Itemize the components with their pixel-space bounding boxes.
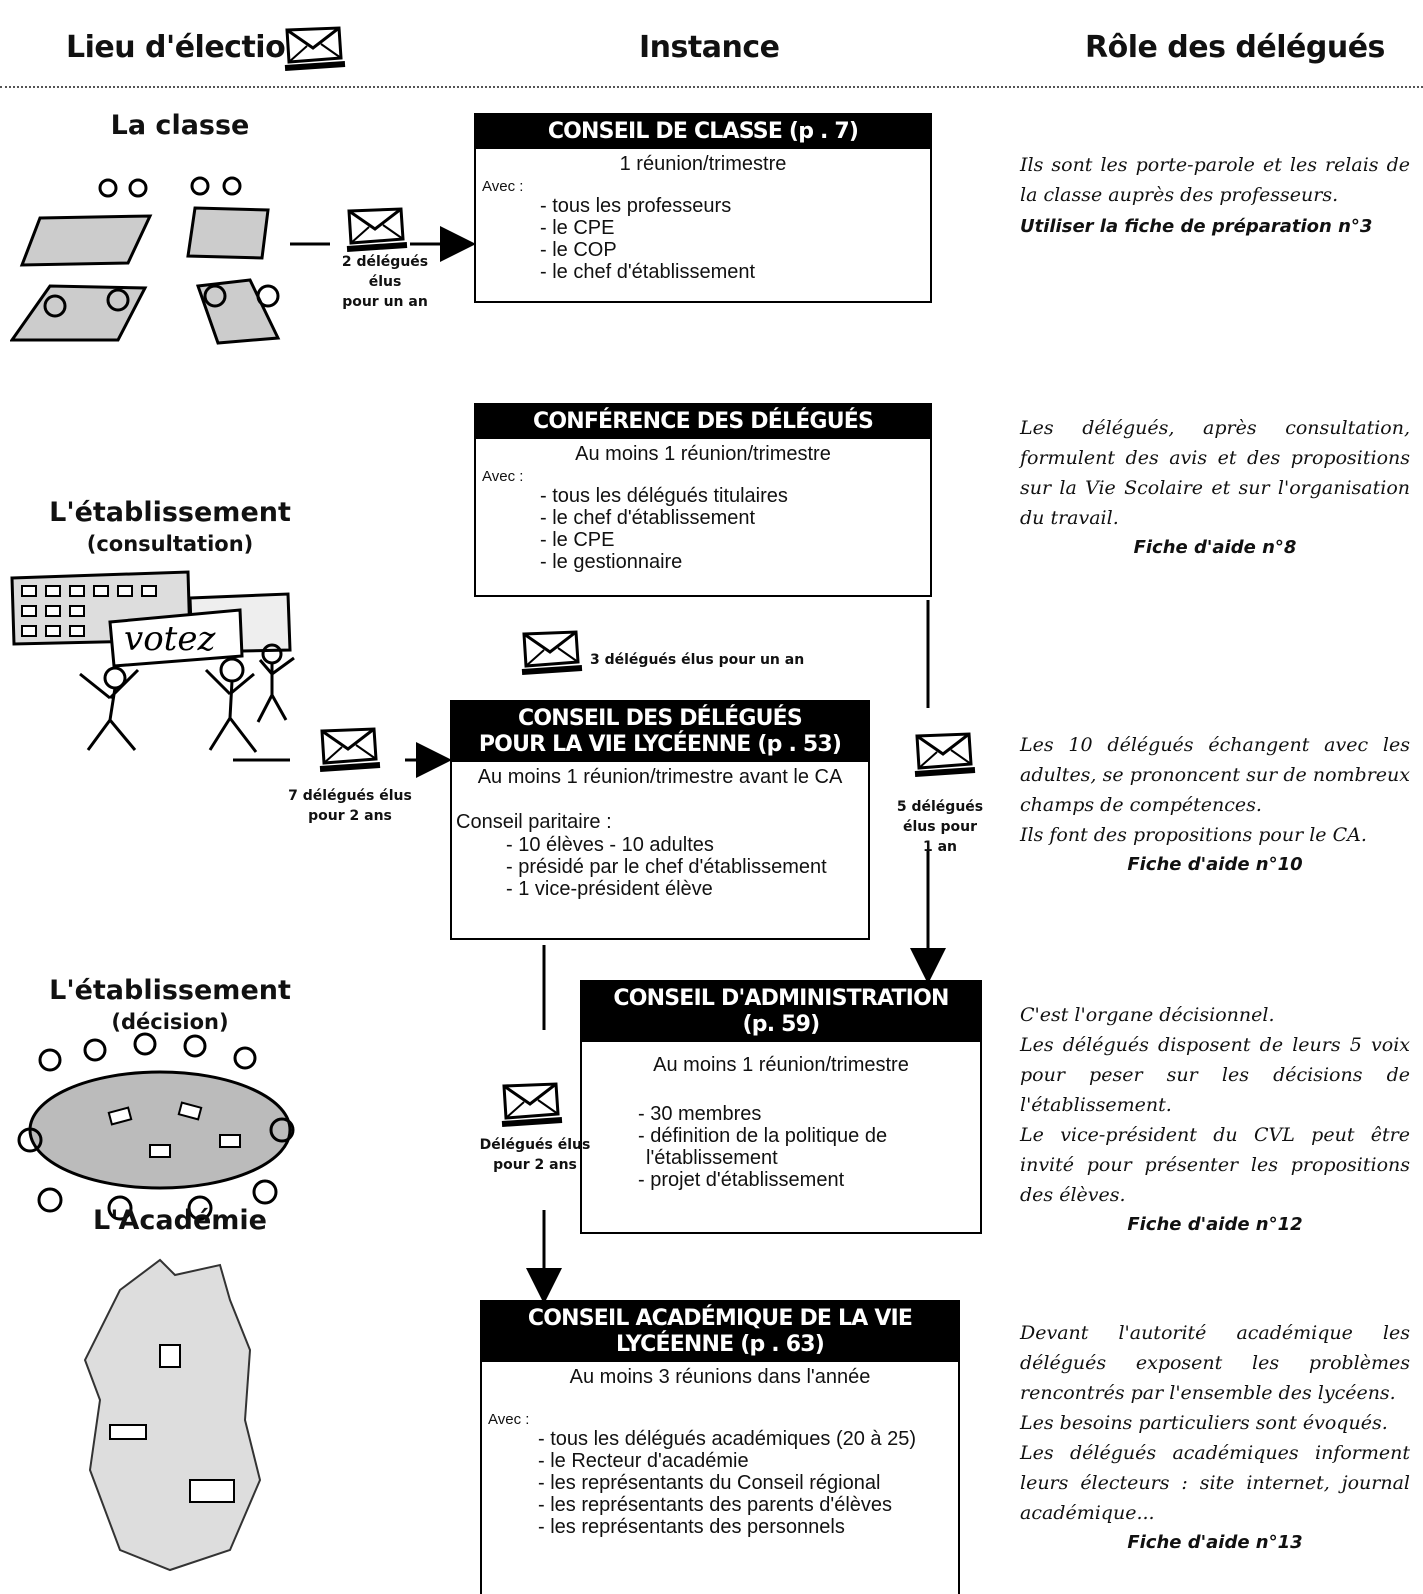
box-conseil-de-classe: CONSEIL DE CLASSE (p . 7) 1 réunion/trim… [474, 113, 932, 303]
list-item: - définition de la politique de [638, 1125, 888, 1147]
envelope-icon [345, 205, 411, 253]
box-meetings: Au moins 1 réunion/trimestre [653, 1054, 909, 1076]
box-meetings: Au moins 1 réunion/trimestre avant le CA [477, 766, 843, 788]
box-conference-des-delegues: CONFÉRENCE DES DÉLÉGUÉS Au moins 1 réuni… [474, 403, 932, 597]
school-vote-illustration: votez [10, 570, 295, 753]
list-item: - 10 élèves - 10 adultes [506, 834, 714, 856]
box-members: - tous les délégués académiques (20 à 25… [482, 1428, 958, 1538]
role-classe: Ils sont les porte-parole et les relais … [1020, 154, 1410, 237]
box-paritaire: Conseil paritaire : [456, 811, 612, 833]
role-cvl: Les 10 délégués échangent avec les adult… [1020, 734, 1410, 875]
place-classe: La classe [110, 110, 250, 141]
envelope-icon [318, 725, 384, 773]
list-item: - tous les délégués titulaires [540, 485, 788, 507]
box-members: - 10 élèves - 10 adultes - présidé par l… [452, 834, 868, 900]
envelope-icon [520, 628, 586, 676]
list-item: - le CPE [540, 529, 615, 551]
envelope-icon [913, 730, 979, 778]
role-ca: C'est l'organe décisionnel. Les délégués… [1020, 1004, 1410, 1235]
list-item: - tous les délégués académiques (20 à 25… [538, 1428, 917, 1450]
box-avec: Avec : [482, 178, 524, 195]
list-item: - le CPE [540, 217, 615, 239]
list-item: - 30 membres [638, 1103, 762, 1125]
list-item: - tous les professeurs [540, 195, 732, 217]
list-item: - présidé par le chef d'établissement [506, 856, 827, 878]
header-instance: Instance [639, 30, 780, 65]
list-item: - les représentants du Conseil régional [538, 1472, 881, 1494]
box-title: CONFÉRENCE DES DÉLÉGUÉS [476, 405, 930, 439]
place-etablissement-consultation: L'établissement(consultation) [49, 497, 291, 556]
svg-text:votez: votez [124, 619, 216, 659]
role-conference: Les délégués, après consultation, formul… [1020, 417, 1410, 558]
classroom-illustration [10, 176, 281, 345]
list-item: - projet d'établissement [638, 1169, 845, 1191]
box-avec: Avec : [488, 1411, 530, 1428]
list-item: - le chef d'établissement [540, 261, 756, 283]
box-meetings: Au moins 3 réunions dans l'année [569, 1366, 871, 1388]
place-etablissement-decision: L'établissement(décision) [49, 975, 291, 1034]
box-meetings: 1 réunion/trimestre [619, 153, 787, 175]
box-title: CONSEIL D'ADMINISTRATION(p. 59) [582, 982, 980, 1042]
box-members: - 30 membres - définition de la politiqu… [582, 1103, 980, 1191]
header-lieu: Lieu d'élection [66, 30, 307, 65]
place-academie: L'Académie [93, 1205, 267, 1236]
header-separator [0, 86, 1423, 88]
list-item: l'établissement [646, 1147, 778, 1169]
box-members: - tous les professeurs - le CPE - le COP… [476, 195, 930, 283]
box-avec: Avec : [482, 468, 524, 485]
list-item: - le COP [540, 239, 617, 261]
list-item: - le Recteur d'académie [538, 1450, 749, 1472]
box-meetings: Au moins 1 réunion/trimestre [575, 443, 831, 465]
box-conseil-administration: CONSEIL D'ADMINISTRATION(p. 59) Au moins… [580, 980, 982, 1234]
academy-map-illustration [83, 1258, 262, 1572]
election-label-conference: 3 délégués élus pour un an [590, 652, 805, 668]
list-item: - le chef d'établissement [540, 507, 756, 529]
council-table-illustration [17, 1032, 295, 1221]
box-members: - tous les délégués titulaires - le chef… [476, 485, 930, 573]
list-item: - le gestionnaire [540, 551, 683, 573]
list-item: - les représentants des personnels [538, 1516, 845, 1538]
header-role: Rôle des délégués [1085, 30, 1385, 65]
role-cavl: Devant l'autorité académique les délégué… [1020, 1322, 1410, 1553]
list-item: - 1 vice-président élève [506, 878, 713, 900]
envelope-icon [500, 1080, 566, 1128]
box-title: CONSEIL DE CLASSE (p . 7) [476, 115, 930, 149]
list-item: - les représentants des parents d'élèves [538, 1494, 893, 1516]
